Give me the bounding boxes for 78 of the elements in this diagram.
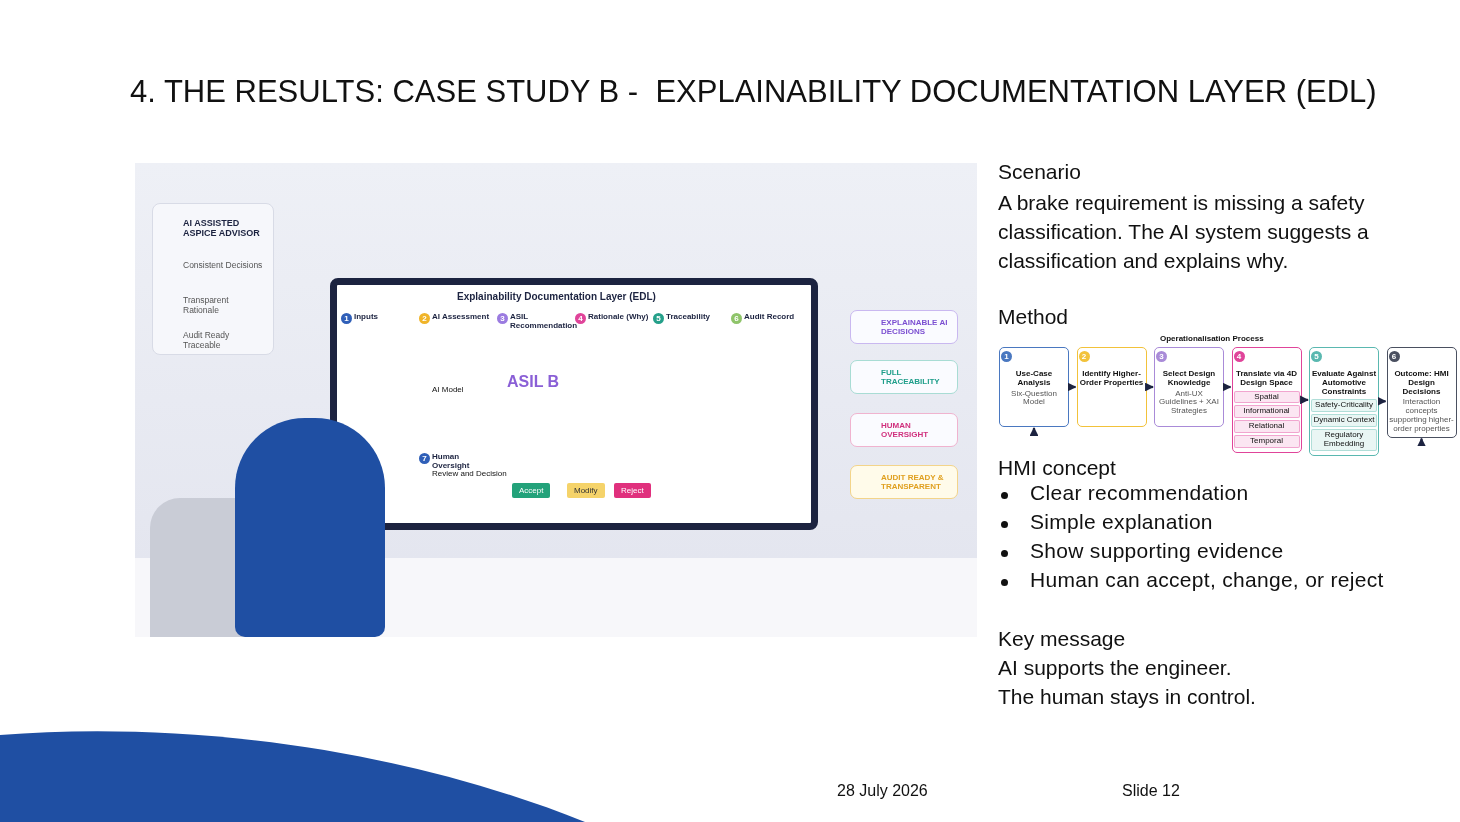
feature-badge: HUMAN OVERSIGHT: [850, 413, 958, 447]
accept-button: Accept: [512, 483, 551, 498]
step-heading: Traceability: [666, 313, 712, 322]
step-number: 2: [1078, 351, 1090, 362]
arrow: [1067, 382, 1077, 392]
step-heading: AI Assessment: [432, 313, 491, 322]
step-number: 4: [575, 313, 586, 324]
tag-chip: Safety-Criticality: [1311, 399, 1377, 413]
message-text: AI supports the engineer.: [998, 656, 1232, 680]
asil-rating: ASIL B: [507, 373, 560, 391]
step-title: Evaluate Against Automotive Constraints: [1311, 370, 1377, 397]
feature-badge: AUDIT READY & TRANSPARENT: [850, 465, 958, 499]
card-item-text: Transparent Rationale: [183, 295, 230, 315]
properties-step: [1076, 347, 1147, 427]
arrow: [1300, 395, 1309, 405]
arrow: [1417, 437, 1426, 447]
step-number: 6: [1388, 351, 1400, 362]
step-title: Identify Higher-Order Properties: [1078, 370, 1145, 388]
step-number: 4: [1233, 351, 1245, 362]
step-title: Outcome: HMI Design Decisions: [1393, 370, 1450, 397]
use-case-step: [999, 347, 1069, 427]
design-space-step: [1231, 347, 1302, 453]
tag-chip: Spatial: [1233, 390, 1300, 404]
tag-chip: Regulatory Embedding: [1311, 429, 1377, 451]
bullet-text: Show supporting evidence: [1030, 539, 1284, 563]
step-number: 6: [731, 313, 742, 324]
reject-button: Reject: [614, 483, 651, 498]
step-number: 2: [419, 313, 430, 324]
panel-text: Review and Decision: [432, 469, 507, 478]
bullet-text: Human can accept, change, or reject: [1030, 568, 1384, 592]
modify-button: Modify: [567, 483, 605, 498]
tag-chip: Informational: [1233, 405, 1300, 419]
knowledge-step: [1154, 347, 1224, 427]
step-subtitle: Interaction concepts supporting higher-order properties: [1388, 398, 1455, 434]
step-subtitle: Anti-UX Guidelines + XAI Strategies: [1158, 389, 1220, 416]
outcome-step: [1386, 347, 1457, 438]
screen-title: Explainability Documentation Layer (EDL): [457, 291, 656, 302]
step-number: 7: [419, 453, 430, 464]
process-heading: Operationalisation Process: [1160, 334, 1264, 343]
date-text: 28 July 2026: [837, 782, 928, 800]
slide-number: Slide 12: [1122, 782, 1180, 800]
step-heading: Inputs: [354, 313, 379, 322]
step-heading: Audit Record: [744, 313, 796, 322]
tag-chip: Temporal: [1233, 435, 1300, 448]
step-number: 3: [497, 313, 508, 324]
step-heading: Rationale (Why): [588, 313, 650, 322]
feature-badge: EXPLAINABLE AI DECISIONS: [850, 310, 958, 344]
step-subtitle: Six-Question Model: [1010, 389, 1058, 408]
constraints-step: [1309, 347, 1379, 456]
bullet-text: Clear recommendation: [1030, 481, 1249, 505]
section-heading: Scenario: [998, 160, 1081, 184]
step-number: 5: [1311, 351, 1322, 362]
step-title: Translate via 4D Design Space: [1235, 370, 1298, 388]
panel-text: AI Model: [432, 385, 464, 394]
step-title: Use-Case Analysis: [1014, 370, 1054, 388]
scenario-text: A brake requirement is missing a safety classification. The AI system suggests a classification and explains why.: [998, 190, 1370, 274]
arrow: [1222, 382, 1232, 392]
tag-chip: Relational: [1233, 420, 1300, 433]
section-heading: Key message: [998, 627, 1126, 651]
card-item-text: Consistent Decisions: [183, 260, 263, 270]
section-heading: Method: [998, 305, 1069, 329]
arrow: [1029, 427, 1039, 436]
card-item-text: Audit Ready Traceable: [183, 330, 231, 350]
section-heading: HMI concept: [998, 456, 1116, 480]
step-number: 1: [341, 313, 352, 324]
message-text: The human stays in control.: [998, 685, 1256, 709]
slide-title: 4. THE RESULTS: CASE STUDY B - EXPLAINABILITY DOCUMENTATION LAYER (EDL): [130, 74, 1377, 110]
step-heading: Human Oversight: [432, 453, 470, 470]
bullet-text: Simple explanation: [1030, 510, 1213, 534]
step-title: Select Design Knowledge: [1161, 370, 1217, 388]
step-number: 1: [1001, 351, 1012, 362]
card-title: AI ASSISTED ASPICE ADVISOR: [183, 218, 261, 238]
step-number: 5: [653, 313, 664, 324]
tag-chip: Dynamic Context: [1311, 414, 1377, 427]
arrow: [1377, 396, 1387, 406]
step-number: 3: [1156, 351, 1167, 362]
arrow: [1145, 382, 1154, 392]
feature-badge: FULL TRACEABILITY: [850, 360, 958, 394]
